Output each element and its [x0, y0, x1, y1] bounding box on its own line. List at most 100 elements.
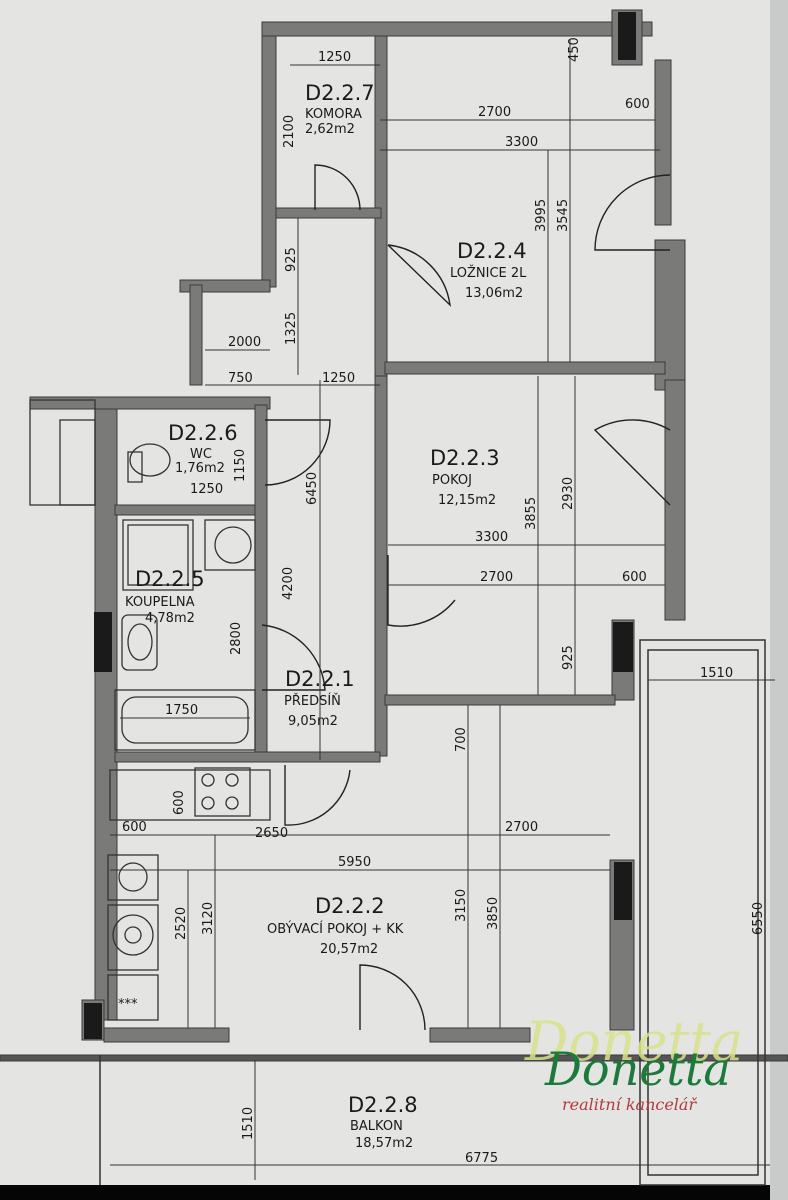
burner — [225, 773, 239, 787]
appliance-circle — [118, 862, 148, 892]
burner — [201, 796, 215, 810]
bathtub — [114, 689, 256, 751]
dimension: 3545 — [556, 199, 571, 232]
shower-inner — [127, 524, 189, 586]
drum — [214, 526, 252, 564]
logo-tagline: realitní kancelář — [562, 1095, 697, 1114]
room-area: 2,62m2 — [305, 122, 355, 137]
wall — [0, 1054, 788, 1062]
dimension: 2700 — [478, 105, 511, 120]
wall — [654, 59, 672, 226]
column — [618, 12, 636, 60]
dimension: 2520 — [174, 907, 189, 940]
door-balkon — [359, 964, 426, 1031]
bathtub-inner — [121, 696, 249, 744]
room-name: KOMORA — [305, 107, 362, 122]
stove-cabinet — [107, 974, 159, 1021]
wall — [384, 694, 616, 706]
dimension: 600 — [122, 820, 147, 835]
dimension: 700 — [454, 727, 469, 752]
kitchen-sink-drain — [124, 926, 142, 944]
sink — [121, 614, 158, 671]
dimension: 600 — [622, 570, 647, 585]
door-kitchen — [284, 765, 351, 826]
wall — [384, 361, 666, 375]
fixtures — [29, 399, 271, 1021]
room-code: D2.2.4 — [457, 239, 527, 263]
room-code: D2.2.7 — [305, 81, 375, 105]
toilet — [129, 443, 171, 477]
wall — [261, 21, 653, 37]
kitchen-sink — [112, 914, 154, 956]
dimension: 2000 — [228, 335, 261, 350]
fridge — [107, 854, 159, 901]
wall — [374, 35, 388, 377]
dimension: 750 — [228, 371, 253, 386]
wall — [254, 404, 268, 756]
door-loznice — [387, 244, 451, 307]
door-balcony-2 — [593, 419, 671, 506]
dimension: 1250 — [318, 50, 351, 65]
room-area: 1,76m2 — [175, 461, 225, 476]
room-area: 9,05m2 — [288, 714, 338, 729]
dimension: 1250 — [322, 371, 355, 386]
balcony-inner — [647, 649, 759, 1176]
burner — [201, 773, 215, 787]
dimension: 6450 — [305, 472, 320, 505]
dimension: 3300 — [505, 135, 538, 150]
dimension: 3995 — [534, 199, 549, 232]
wall — [275, 207, 382, 219]
hob — [194, 767, 251, 817]
door-wc — [264, 419, 331, 486]
room-name: BALKON — [350, 1119, 403, 1134]
room-name: OBÝVACÍ POKOJ + KK — [267, 921, 404, 937]
wall — [429, 1027, 531, 1043]
dimension: 1325 — [284, 312, 299, 345]
dimension-labels: 1250 450 2100 2700 600 3300 3995 3545 92… — [118, 37, 766, 1166]
toilet-tank — [127, 451, 143, 483]
room-name: WC — [190, 447, 212, 462]
room-code: D2.2.2 — [315, 894, 385, 918]
room-code: D2.2.3 — [430, 446, 500, 470]
dimension: 2100 — [282, 115, 297, 148]
dimension: 3855 — [524, 497, 539, 530]
wall — [29, 396, 271, 410]
door-koupelna — [261, 624, 326, 691]
room-name: KOUPELNA — [125, 595, 195, 610]
dimension: 1250 — [190, 482, 223, 497]
walls — [0, 9, 788, 1062]
wall — [374, 375, 388, 757]
bottom-shadow — [0, 1185, 788, 1200]
dimension: 925 — [284, 247, 299, 272]
door-balcony-1 — [594, 174, 671, 251]
door-komora — [314, 164, 361, 211]
logo-shadow: Donetta — [524, 1010, 743, 1073]
sink-unit — [107, 904, 159, 971]
doors — [261, 164, 671, 1031]
wall — [114, 751, 381, 763]
dimension: 1510 — [700, 666, 733, 681]
dimension: 2800 — [229, 622, 244, 655]
room-code: D2.2.6 — [168, 421, 238, 445]
room-code: D2.2.8 — [348, 1093, 418, 1117]
kitchen-counter — [109, 769, 271, 821]
door-pokoj — [387, 555, 456, 627]
room-area: 18,57m2 — [355, 1136, 413, 1151]
dimension: 450 — [567, 37, 582, 62]
columns — [84, 12, 636, 1039]
dimension: 2700 — [480, 570, 513, 585]
wall — [114, 504, 266, 516]
logo-text: Donetta — [544, 1042, 731, 1096]
dimension: 1510 — [241, 1107, 256, 1140]
room-area: 12,15m2 — [438, 493, 496, 508]
room-labels: D2.2.7 KOMORA 2,62m2 D2.2.4 LOŽNICE 2L 1… — [125, 81, 527, 1151]
wall — [189, 284, 203, 386]
logo: Donetta Donetta realitní kancelář — [524, 1010, 743, 1114]
dimension: 5950 — [338, 855, 371, 870]
sink-bowl — [127, 623, 153, 661]
room-name: POKOJ — [432, 473, 472, 488]
burner — [225, 796, 239, 810]
column — [614, 862, 632, 920]
